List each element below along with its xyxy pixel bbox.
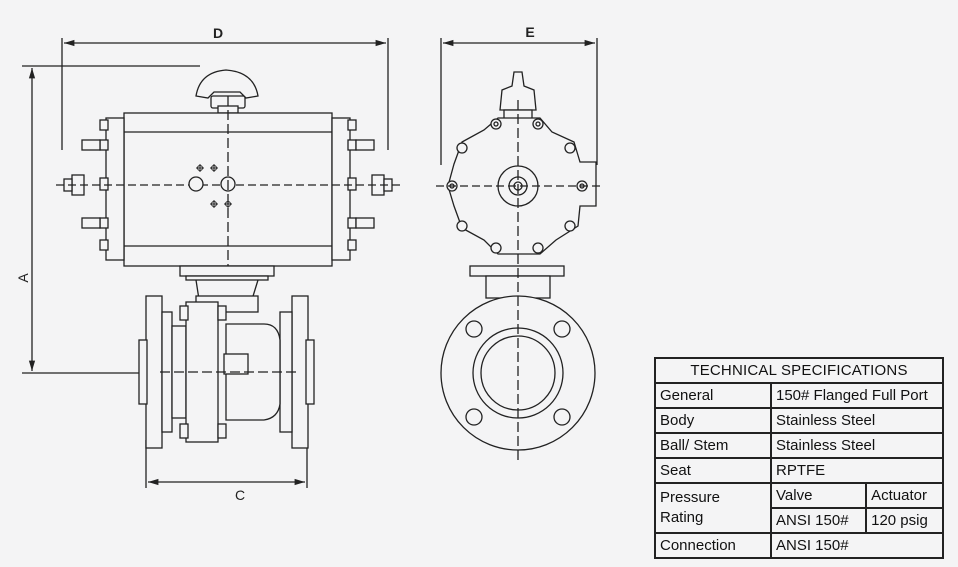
- mounting-bracket: [179, 265, 275, 313]
- end-cap-bolts: [446, 118, 588, 254]
- side-view: E: [436, 24, 604, 460]
- dimension-d: [61, 38, 389, 150]
- connection-value: ANSI 150#: [770, 532, 944, 559]
- spec-value: 150# Flanged Full Port: [770, 382, 944, 409]
- front-view: D A C: [15, 25, 400, 503]
- technical-specifications-table: TECHNICAL SPECIFICATIONS General 150# Fl…: [654, 357, 944, 559]
- dimension-e-label: E: [525, 24, 534, 40]
- spec-row: Ball/ Stem Stainless Steel: [654, 432, 944, 459]
- spec-label: Body: [654, 407, 772, 434]
- spec-label: General: [654, 382, 772, 409]
- position-indicator: [195, 69, 259, 114]
- pressure-label-line2: Rating: [660, 509, 704, 526]
- valve-column-header: Valve: [769, 482, 868, 509]
- dimension-a: [22, 65, 200, 374]
- spec-label: Seat: [654, 457, 772, 484]
- dimension-d-label: D: [213, 25, 223, 41]
- dimension-e: [440, 38, 598, 165]
- spec-table-title: TECHNICAL SPECIFICATIONS: [654, 357, 944, 384]
- dimension-c: [145, 440, 308, 488]
- spec-value: Stainless Steel: [770, 407, 944, 434]
- dimension-a-label: A: [15, 273, 31, 283]
- actuator-pressure-value: 120 psig: [865, 507, 944, 534]
- spec-value: Stainless Steel: [770, 432, 944, 459]
- spec-label: Ball/ Stem: [654, 432, 772, 459]
- spec-row: Body Stainless Steel: [654, 407, 944, 434]
- flange-face: [440, 100, 596, 460]
- actuator-column-header: Actuator: [865, 482, 944, 509]
- pressure-label-line1: Pressure: [660, 489, 721, 506]
- side-indicator: [499, 71, 537, 121]
- spec-row: Seat RPTFE: [654, 457, 944, 484]
- connection-label: Connection: [654, 532, 772, 559]
- pressure-rating-label: Pressure Rating: [654, 482, 772, 534]
- dimension-c-label: C: [235, 487, 245, 503]
- connection-row: Connection ANSI 150#: [654, 532, 944, 559]
- pressure-values-row: ANSI 150# 120 psig: [655, 507, 944, 534]
- valve-pressure-value: ANSI 150#: [769, 507, 868, 534]
- valve-body: [138, 295, 315, 449]
- actuator-body: [56, 96, 400, 270]
- spec-row: General 150# Flanged Full Port: [654, 382, 944, 409]
- spec-value: RPTFE: [770, 457, 944, 484]
- pressure-rating-row: Pressure Rating Valve Actuator: [654, 482, 944, 534]
